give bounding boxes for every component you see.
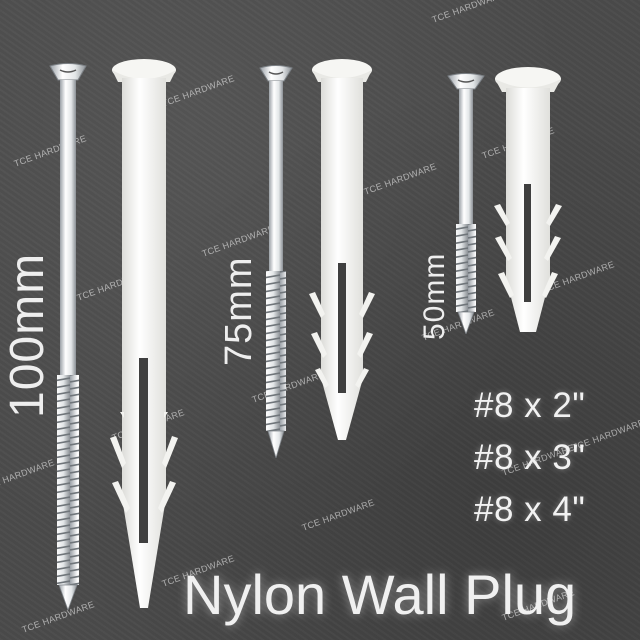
spec-line: #8 x 3": [474, 438, 586, 477]
screw-75mm: [258, 64, 294, 458]
product-title: Nylon Wall Plug: [183, 563, 577, 626]
size-label-100mm: 100mm: [1, 252, 54, 418]
wall-plug-50mm: [490, 66, 566, 338]
spec-line: #8 x 4": [474, 490, 586, 529]
watermark: TCE HARDWARE: [300, 497, 376, 533]
watermark: TCE HARDWARE: [430, 0, 506, 25]
wall-plug-100mm: [104, 58, 184, 616]
screw-100mm: [48, 62, 88, 610]
wall-plug-75mm: [304, 58, 380, 448]
size-label-50mm: 50mm: [418, 252, 451, 340]
size-label-75mm: 75mm: [218, 256, 260, 366]
spec-line: #8 x 2": [474, 386, 586, 425]
screw-50mm: [446, 72, 486, 334]
